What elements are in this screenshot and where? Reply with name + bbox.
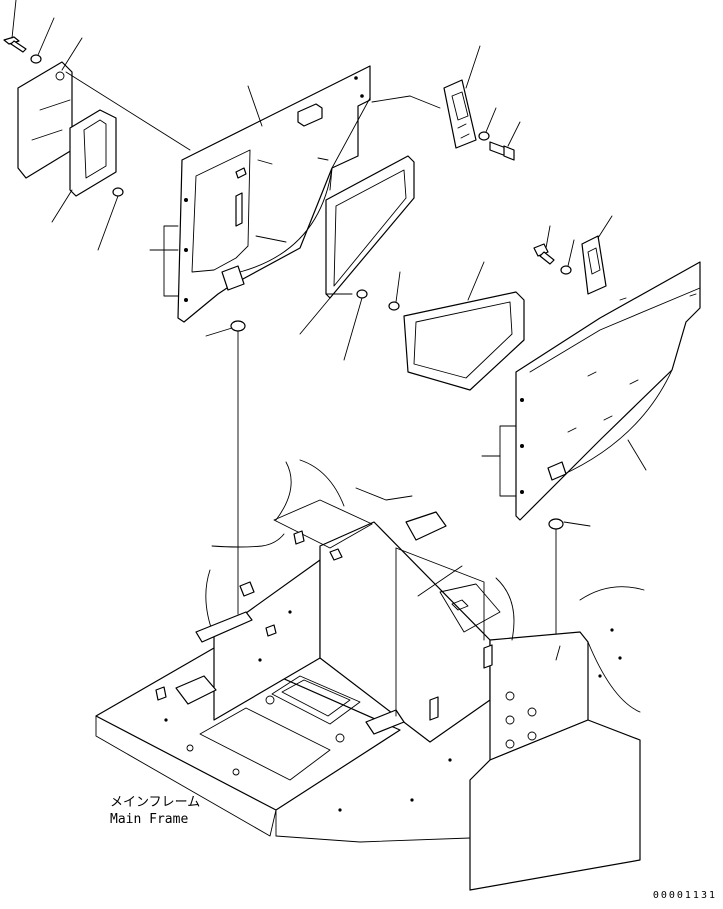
washer-right (560, 239, 575, 275)
bolt-upper-left (3, 0, 27, 53)
main-frame-label-en: Main Frame (110, 812, 189, 827)
washer-tray (388, 271, 401, 311)
grommet-under-plate (205, 320, 246, 615)
bolt-right (533, 225, 555, 265)
main-frame-label-jp: メインフレーム (110, 795, 201, 810)
cover-plate-right (481, 261, 701, 521)
latch-plate-right (581, 215, 613, 295)
tray-duct (403, 261, 525, 391)
bolt-upper-right (489, 121, 521, 161)
grommet-right (548, 518, 591, 641)
washer-upper-right (478, 107, 497, 141)
stay-bracket-left (51, 109, 117, 223)
main-frame (95, 459, 645, 891)
grommet-left (97, 187, 124, 251)
latch-plate-upper-right (443, 45, 481, 149)
cover-plate-upper (149, 65, 441, 323)
drawing-number: 00001131 (652, 890, 717, 901)
washer-upper-left (30, 17, 55, 64)
grommet-panel (299, 289, 368, 361)
framed-panel-middle (325, 155, 415, 299)
